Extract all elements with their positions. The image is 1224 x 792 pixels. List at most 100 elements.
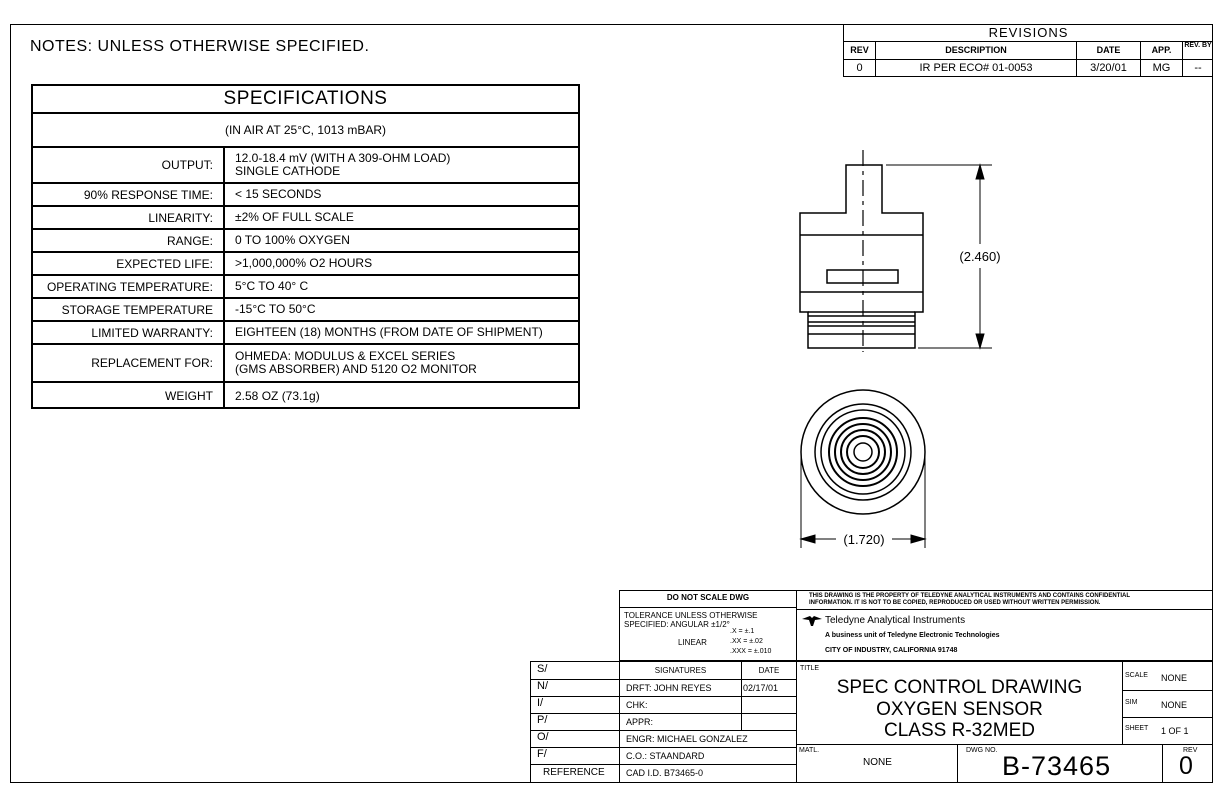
side-label: N/ [537, 680, 548, 692]
teledyne-logo-icon [802, 616, 822, 626]
specifications-table: SPECIFICATIONS (IN AIR AT 25°C, 1013 mBA… [31, 84, 580, 409]
material-value: NONE [863, 757, 892, 768]
description-col-header: DESCRIPTION [876, 42, 1077, 59]
notes-heading: NOTES: UNLESS OTHERWISE SPECIFIED. [30, 38, 370, 55]
title-label: TITLE [800, 665, 820, 672]
spec-label: OUTPUT: [33, 148, 225, 182]
revision-description: IR PER ECO# 01-0053 [876, 60, 1077, 77]
company-subtitle: A business unit of Teledyne Electronic T… [825, 632, 1000, 639]
spec-row-response-time: 90% RESPONSE TIME: < 15 SECONDS [33, 184, 578, 207]
tolerance-line1: TOLERANCE UNLESS OTHERWISE [624, 611, 758, 620]
spec-row-expected-life: EXPECTED LIFE: >1,000,000% O2 HOURS [33, 253, 578, 276]
spec-row-range: RANGE: 0 TO 100% OXYGEN [33, 230, 578, 253]
property-notice-line2: INFORMATION. IT IS NOT TO BE COPIED, REP… [809, 600, 1101, 606]
scale-block: SCALE NONE SIM NONE SHEET 1 OF 1 [1122, 661, 1213, 745]
signatures-header: SIGNATURES [654, 666, 707, 675]
signatures-block: SIGNATURES DATE DRFT: JOHN REYES 02/17/0… [619, 661, 797, 783]
property-notice-line1: THIS DRAWING IS THE PROPERTY OF TELEDYNE… [809, 593, 1131, 599]
spec-row-storage-temperature: STORAGE TEMPERATURE -15°C TO 50°C [33, 299, 578, 322]
spec-value: 2.58 OZ (73.1g) [235, 388, 320, 403]
arrowhead [975, 333, 985, 350]
spec-label: REPLACEMENT FOR: [33, 345, 225, 381]
title-block: TITLE SPEC CONTROL DRAWING OXYGEN SENSOR… [796, 661, 1123, 745]
sensor-bottom-ring [840, 429, 886, 475]
sim-label: SIM [1125, 699, 1138, 706]
sensor-bottom-outer-circle [800, 389, 926, 515]
spec-value-line2: SINGLE CATHODE [235, 164, 341, 178]
spec-label: RANGE: [33, 230, 225, 251]
spec-label: 90% RESPONSE TIME: [33, 184, 225, 205]
tolerance-block: DO NOT SCALE DWG TOLERANCE UNLESS OTHERW… [619, 590, 797, 661]
sensor-bottom-ring [828, 417, 898, 487]
drawing-number-block: DWG NO. B-73465 [957, 744, 1163, 783]
approver: APPR: [626, 717, 654, 727]
tolerance-x: .X = ±.1 [730, 628, 755, 635]
revision-row: 0 IR PER ECO# 01-0053 3/20/01 MG -- [844, 60, 1213, 77]
spec-label: LINEARITY: [33, 207, 225, 228]
title-line3: CLASS R-32MED [884, 720, 1035, 741]
spec-value: OHMEDA: MODULUS & EXCEL SERIES(GMS ABSOR… [225, 345, 578, 381]
spec-label: WEIGHT [33, 383, 225, 409]
spec-value-line1: OHMEDA: MODULUS & EXCEL SERIES [235, 349, 456, 363]
drawing-number: B-73465 [1002, 751, 1112, 781]
scale-value: NONE [1161, 673, 1188, 683]
cad-id: CAD I.D. B73465-0 [626, 768, 704, 778]
spec-label: LIMITED WARRANTY: [33, 322, 225, 343]
spec-value: EIGHTEEN (18) MONTHS (FROM DATE OF SHIPM… [235, 325, 543, 339]
reference-label: REFERENCE [543, 767, 605, 778]
side-label: O/ [537, 731, 549, 743]
tolerance-xxx: .XXX = ±.010 [730, 648, 772, 655]
sensor-side-outline [799, 164, 924, 349]
spec-value: 12.0-18.4 mV (WITH A 309-OHM LOAD)SINGLE… [225, 148, 578, 182]
signature-date-header: DATE [758, 666, 780, 675]
height-dimension-label: (2.460) [959, 249, 1000, 264]
spec-value: ±2% OF FULL SCALE [235, 210, 354, 224]
spec-row-operating-temperature: OPERATING TEMPERATURE: 5°C TO 40° C [33, 276, 578, 299]
scale-label: SCALE [1125, 672, 1148, 679]
drafter: DRFT: JOHN REYES [626, 683, 712, 693]
spec-row-linearity: LINEARITY: ±2% OF FULL SCALE [33, 207, 578, 230]
revision-rev-by: -- [1194, 62, 1202, 74]
company-name: Teledyne Analytical Instruments [825, 615, 966, 626]
spec-value-line1: 12.0-18.4 mV (WITH A 309-OHM LOAD) [235, 151, 451, 165]
revisions-block: REVISIONS REV DESCRIPTION DATE APP. REV.… [843, 24, 1213, 77]
side-label: S/ [537, 663, 548, 675]
revision-rev: 0 [844, 60, 876, 77]
spec-row-weight: WEIGHT 2.58 OZ (73.1g) [33, 383, 578, 409]
arrowhead [975, 163, 985, 180]
tolerance-line2: SPECIFIED: ANGULAR ±1/2° [624, 620, 730, 629]
spec-value: < 15 SECONDS [235, 187, 322, 201]
spec-value: 5°C TO 40° C [235, 279, 309, 293]
sheet-value: 1 OF 1 [1161, 726, 1189, 736]
drawing-number-label: DWG NO. [966, 747, 998, 754]
material-block: MATL. NONE [796, 744, 958, 783]
side-label: I/ [537, 697, 544, 709]
specifications-title: SPECIFICATIONS [33, 86, 578, 114]
spec-row-limited-warranty: LIMITED WARRANTY: EIGHTEEN (18) MONTHS (… [33, 322, 578, 345]
spec-label: OPERATING TEMPERATURE: [33, 276, 225, 297]
arrowhead [799, 534, 816, 544]
spec-value: 0 TO 100% OXYGEN [235, 233, 350, 247]
date-col-header: DATE [1077, 42, 1141, 59]
spec-label: EXPECTED LIFE: [33, 253, 225, 274]
revisions-title: REVISIONS [844, 24, 1213, 42]
change-order: C.O.: STAANDARD [626, 751, 705, 761]
sensor-bottom-ring [820, 409, 906, 495]
spec-label: STORAGE TEMPERATURE [33, 299, 225, 320]
app-col-header: APP. [1141, 42, 1183, 59]
sensor-drawing: (2.460) (1.720) [799, 150, 1001, 548]
spec-value: >1,000,000% O2 HOURS [235, 256, 373, 270]
sheet-label: SHEET [1125, 725, 1149, 732]
title-line1: SPEC CONTROL DRAWING [836, 677, 1083, 698]
sensor-bottom-center [853, 442, 873, 462]
revision-app: MG [1141, 60, 1183, 77]
engineer: ENGR: MICHAEL GONZALEZ [626, 734, 748, 744]
drafter-date: 02/17/01 [743, 683, 779, 693]
material-label: MATL. [799, 747, 820, 754]
spec-value-line2: (GMS ABSORBER) AND 5120 O2 MONITOR [235, 362, 477, 376]
title-line2: OXYGEN SENSOR [876, 699, 1043, 720]
do-not-scale-label: DO NOT SCALE DWG [666, 593, 750, 602]
company-block: THIS DRAWING IS THE PROPERTY OF TELEDYNE… [796, 590, 1213, 661]
side-label-column: S/ N/ I/ P/ O/ F/ REFERENCE [530, 661, 620, 783]
revision-value: 0 [1179, 752, 1193, 780]
